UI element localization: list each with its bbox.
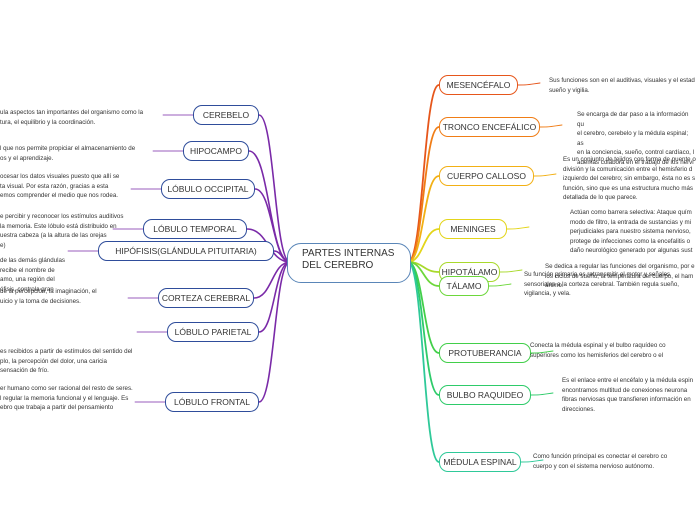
node-label: BULBO RAQUIDEO [446,390,524,400]
desc-meninges: Actúan como barrera selectiva: Ataque qu… [570,209,693,254]
desc-link-right-0 [517,82,541,86]
connector-right-2 [407,175,440,263]
node-label: MENINGES [450,224,496,234]
node-label: LÓBULO FRONTAL [174,397,250,407]
node-label: PROTUBERANCIA [448,348,522,358]
node-lobulo-parietal[interactable]: LÓBULO PARIETAL [167,322,259,342]
node-label: HIPÓFISIS(GLÁNDULA PITUITARIA) [115,246,257,256]
node-label: LÓBULO TEMPORAL [153,224,237,234]
node-lobulo-occipital[interactable]: LÓBULO OCCIPITAL [161,179,255,199]
central-topic[interactable]: PARTES INTERNAS DEL CEREBRO [287,243,411,283]
desc-lobulo-temporal: e percibir y reconocer los estímulos aud… [0,213,124,249]
desc-bulbo-raquideo: Es el enlace entre el encéfalo y la médu… [562,377,694,413]
desc-protuberancia: Conecta la médula espinal y el bulbo raq… [530,342,666,359]
node-cuerpo-calloso[interactable]: CUERPO CALLOSO [439,166,534,186]
desc-link-right-3 [506,226,530,230]
desc-link-right-7 [530,392,554,396]
desc-link-right-2 [533,173,557,177]
node-label: LÓBULO OCCIPITAL [167,184,249,194]
desc-tronco-encefalico: Se encarga de dar paso a la información … [577,111,694,166]
central-title-line1: PARTES INTERNAS [302,248,395,259]
node-label: LÓBULO PARIETAL [174,327,252,337]
connector-right-1 [407,126,440,263]
desc-link-right-1 [539,124,563,128]
node-label: MESENCÉFALO [446,80,511,90]
node-label: TRONCO ENCEFÁLICO [442,122,537,132]
desc-link-right-6 [530,350,554,354]
connector-left-7 [258,261,291,403]
node-tronco-encefalico[interactable]: TRONCO ENCEFÁLICO [439,117,540,137]
desc-mesencefalo: Sus funciones son en el auditivas, visua… [549,77,695,94]
connector-left-5 [253,261,291,299]
desc-cuerpo-calloso: Es un conjunto de tejidos con forma de p… [563,156,696,201]
desc-hipotalamo: Se dedica a regular las funciones del or… [545,263,695,289]
connector-left-6 [258,261,291,333]
node-protuberancia[interactable]: PROTUBERANCIA [439,343,531,363]
desc-link-right-8 [520,459,544,463]
node-label: TÁLAMO [446,281,482,291]
node-corteza-cerebral[interactable]: CORTEZA CEREBRAL [158,288,254,308]
node-label: CUERPO CALLOSO [447,171,526,181]
node-hipocampo[interactable]: HIPOCAMPO [183,141,249,161]
node-label: CORTEZA CEREBRAL [161,293,251,303]
node-label: HIPOTÁLAMO [441,267,498,277]
connector-right-8 [407,261,440,463]
central-title-line2: DEL CEREBRO [302,260,374,271]
connector-right-6 [407,261,440,354]
desc-cerebelo: ula aspectos tan importantes del organis… [0,109,144,126]
desc-lobulo-occipital: ocesar los datos visuales puesto que all… [0,173,120,199]
node-talamo[interactable]: TÁLAMO [439,276,489,296]
node-hipofisis[interactable]: HIPÓFISIS(GLÁNDULA PITUITARIA) [98,241,274,261]
node-lobulo-temporal[interactable]: LÓBULO TEMPORAL [143,219,247,239]
node-bulbo-raquideo[interactable]: BULBO RAQUIDEO [439,385,531,405]
connector-right-0 [407,84,440,263]
node-mesencefalo[interactable]: MESENCÉFALO [439,75,518,95]
desc-link-right-4 [499,269,523,273]
node-cerebelo[interactable]: CEREBELO [193,105,259,125]
connector-right-3 [407,228,440,263]
node-label: CEREBELO [202,110,250,120]
node-label: MÉDULA ESPINAL [443,457,517,467]
desc-hipocampo: l que nos permite propiciar el almacenam… [0,145,136,162]
connector-left-0 [258,114,291,263]
node-label: HIPOCAMPO [190,146,242,156]
node-lobulo-frontal[interactable]: LÓBULO FRONTAL [165,392,259,412]
desc-talamo: Su función primaria es retransmitir el m… [524,271,680,297]
desc-link-right-5 [488,283,512,287]
node-medula-espinal[interactable]: MÉDULA ESPINAL [439,452,521,472]
desc-lobulo-frontal: er humano como ser racional del resto de… [0,385,133,411]
node-meninges[interactable]: MENINGES [439,219,507,239]
desc-lobulo-parietal: es recibidos a partir de estímulos del s… [0,348,133,374]
connector-right-7 [407,261,440,396]
desc-medula-espinal: Como función principal es conectar el ce… [533,453,668,470]
